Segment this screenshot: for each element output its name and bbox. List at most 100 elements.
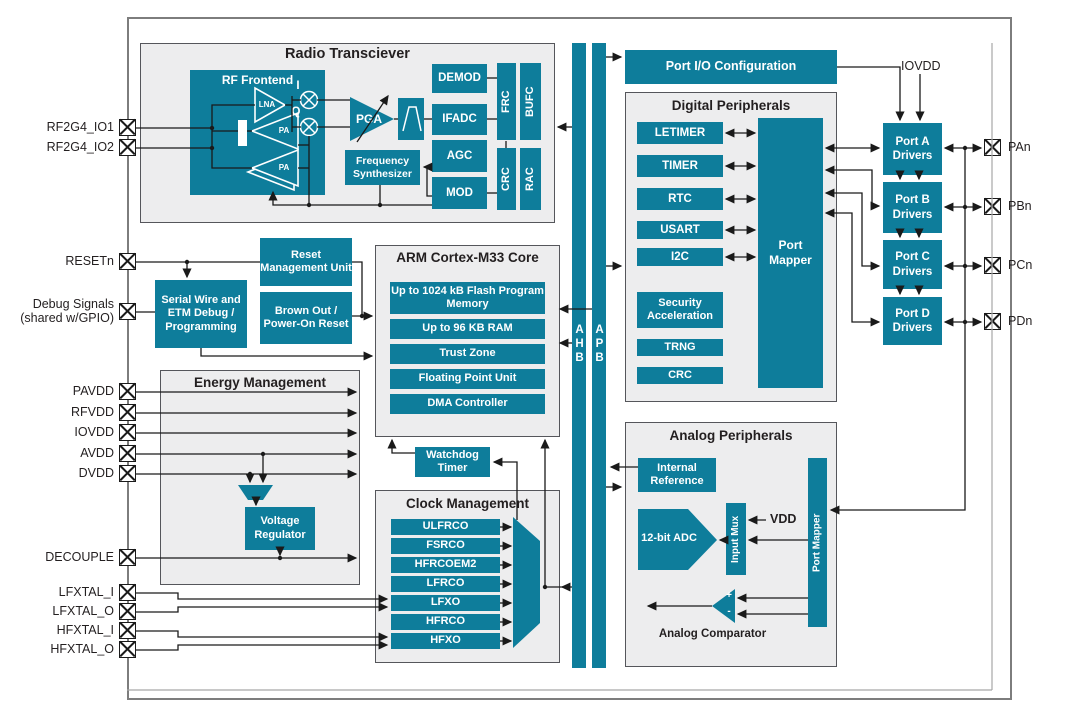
comparator-plus-label: + [726,590,732,601]
pin-pdn [984,313,1001,330]
port-c-line1: Port C [895,251,930,264]
label-pdn: PDn [1008,314,1033,328]
pin-rf2g4-io1 [119,119,136,136]
hfrco-block: HFRCO [391,614,500,630]
clock-title: Clock Management [405,496,530,511]
port-io-configuration-block: Port I/O Configuration [625,50,837,84]
chip-frame [127,17,1012,700]
brown-out-block: Brown Out / Power-On Reset [260,292,352,344]
port-d-line1: Port D [895,307,930,320]
digital-title: Digital Peripherals [671,98,791,113]
mixer-q-label: Q [291,106,301,118]
label-pbn: PBn [1008,199,1032,213]
label-pcn: PCn [1008,258,1033,272]
watchdog-timer-block: Watchdog Timer [415,447,490,477]
port-b-drivers-block: Port B Drivers [883,182,942,233]
apb-bus-bar [592,43,606,668]
adc-label: 12-bit ADC [641,532,697,544]
pin-pavdd [119,383,136,400]
voltage-regulator-block: Voltage Regulator [245,507,315,550]
digital-port-mapper-block: Port Mapper [758,118,823,388]
agc-block: AGC [432,140,487,172]
label-debug-signals: Debug Signals (shared w/GPIO) [2,297,114,325]
port-a-line2: Drivers [892,150,933,162]
label-hfxtal-i: HFXTAL_I [56,623,114,637]
label-decouple: DECOUPLE [45,550,114,564]
pin-iovdd [119,424,136,441]
if-filter-block [398,98,424,140]
radio-title: Radio Transciever [285,46,410,62]
port-b-line1: Port B [895,194,930,207]
dma-block: DMA Controller [390,394,545,414]
hfxo-block: HFXO [391,633,500,649]
ram-block: Up to 96 KB RAM [390,319,545,339]
port-c-drivers-block: Port C Drivers [883,240,942,289]
bufc-block: BUFC [520,63,541,140]
analog-port-mapper-block: Port Mapper [808,458,827,627]
ulfrco-block: ULFRCO [391,519,500,535]
mixer-i-label: I [296,80,300,92]
label-dvdd: DVDD [78,466,114,480]
apb-bus-label: APB [593,324,606,366]
label-iovdd: IOVDD [74,425,114,439]
label-lfxtal-i: LFXTAL_I [58,585,114,599]
label-pavdd: PAVDD [72,384,114,398]
port-d-line2: Drivers [892,322,933,334]
pin-hfxtal-i [119,622,136,639]
timer-block: TIMER [637,155,723,177]
analog-comparator-label: Analog Comparator [658,628,767,640]
core-title: ARM Cortex-M33 Core [396,250,539,265]
flash-block: Up to 1024 kB Flash Program Memory [390,282,545,314]
label-debug-line2: (shared w/GPIO) [20,311,114,325]
vdd-label: VDD [770,512,797,526]
pa2-label: PA [278,163,290,172]
rtc-block: RTC [637,188,723,210]
label-resetn: RESETn [65,254,114,268]
pin-rf2g4-io2 [119,139,136,156]
ifadc-block: IFADC [432,104,487,135]
pin-pcn [984,257,1001,274]
label-avdd: AVDD [80,446,114,460]
i2c-block: I2C [637,248,723,266]
ahb-bus-bar [572,43,586,668]
label-hfxtal-o: HFXTAL_O [50,642,114,656]
hfrcoem2-block: HFRCOEM2 [391,557,500,573]
lfxo-block: LFXO [391,595,500,611]
label-pan: PAn [1008,140,1031,154]
mod-block: MOD [432,177,487,209]
iovdd-top-label: IOVDD [901,59,941,73]
security-acceleration-block: Security Acceleration [637,292,723,328]
fpu-block: Floating Point Unit [390,369,545,389]
port-a-drivers-block: Port A Drivers [883,123,942,175]
frc-block: FRC [497,63,516,140]
pin-lfxtal-o [119,603,136,620]
pin-resetn [119,253,136,270]
input-mux-block: Input Mux [726,503,746,575]
label-rf2g4-io1: RF2G4_IO1 [46,120,114,134]
pin-avdd [119,445,136,462]
pin-debug [119,303,136,320]
radio-crc-block: CRC [497,148,516,210]
letimer-block: LETIMER [637,122,723,144]
pin-dvdd [119,465,136,482]
rf-frontend-block: RF Frontend [190,70,325,195]
pga-label: PGA [355,112,382,126]
digital-crc-block: CRC [637,367,723,384]
usart-block: USART [637,221,723,239]
trng-block: TRNG [637,339,723,356]
label-rf2g4-io2: RF2G4_IO2 [46,140,114,154]
pin-pan [984,139,1001,156]
demod-block: DEMOD [432,64,487,93]
port-c-line2: Drivers [892,265,933,278]
label-lfxtal-o: LFXTAL_O [52,604,114,618]
label-rfvdd: RFVDD [70,405,114,419]
trust-zone-block: Trust Zone [390,344,545,364]
lfrco-block: LFRCO [391,576,500,592]
rac-block: RAC [520,148,541,210]
pa1-label: PA [278,126,290,135]
analog-title: Analog Peripherals [669,428,793,443]
port-b-line2: Drivers [892,208,933,221]
port-d-drivers-block: Port D Drivers [883,297,942,345]
energy-panel [160,370,360,585]
